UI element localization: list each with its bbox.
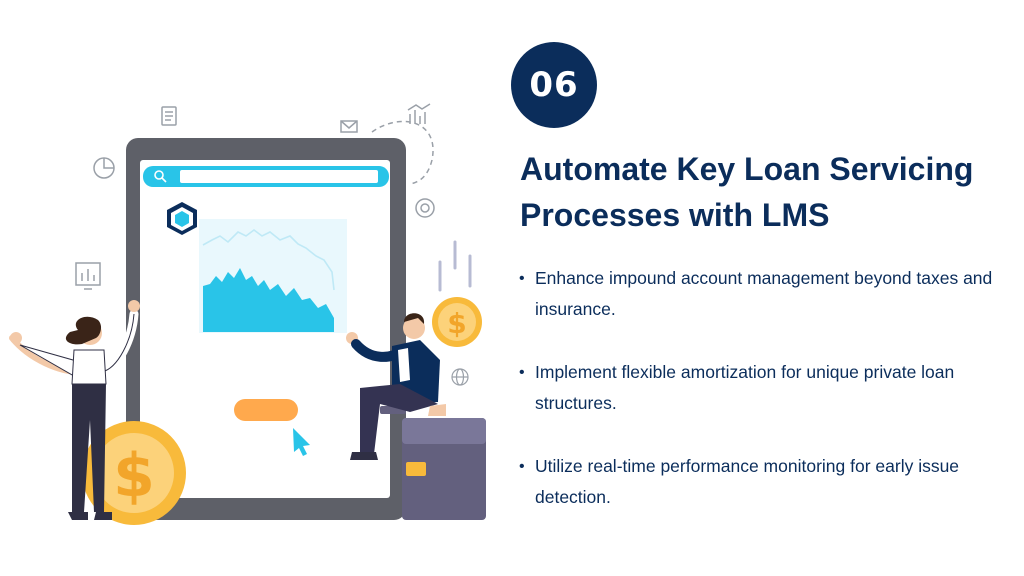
slide-title-line-2: Processes with LMS bbox=[520, 197, 830, 233]
briefcase bbox=[380, 406, 486, 520]
slide-title: Automate Key Loan Servicing Processes wi… bbox=[520, 146, 1000, 238]
step-number-badge: 06 bbox=[511, 42, 597, 128]
sparkle-lines bbox=[438, 240, 472, 292]
large-dollar-coin-icon: $ bbox=[82, 421, 186, 525]
mail-icon bbox=[340, 120, 358, 133]
chart-area bbox=[203, 268, 334, 332]
search-input bbox=[180, 170, 378, 183]
woman-character bbox=[9, 300, 140, 520]
document-icon bbox=[161, 106, 177, 126]
slide-title-line-1: Automate Key Loan Servicing bbox=[520, 151, 974, 187]
cursor-icon bbox=[293, 428, 310, 456]
bullet-item: Utilize real-time performance monitoring… bbox=[519, 451, 999, 513]
pie-chart-icon bbox=[93, 157, 115, 179]
globe-icon bbox=[451, 368, 469, 386]
brand-logo-icon bbox=[167, 202, 197, 235]
tablet-illustration: $ $ bbox=[0, 0, 500, 576]
refresh-icon bbox=[415, 198, 435, 218]
bullet-item: Implement flexible amortization for uniq… bbox=[519, 357, 999, 419]
svg-text:$: $ bbox=[447, 307, 466, 340]
bullet-item: Enhance impound account management beyon… bbox=[519, 263, 999, 325]
search-icon bbox=[154, 170, 167, 183]
chart-trend-line bbox=[202, 229, 335, 291]
tablet-button bbox=[234, 399, 298, 421]
dollar-coin-icon: $ bbox=[432, 297, 482, 347]
man-character bbox=[346, 313, 446, 460]
svg-text:$: $ bbox=[113, 441, 155, 511]
feature-bullet-list: Enhance impound account management beyon… bbox=[519, 263, 999, 545]
analytics-icon bbox=[407, 103, 431, 124]
bar-chart-icon bbox=[75, 262, 101, 290]
